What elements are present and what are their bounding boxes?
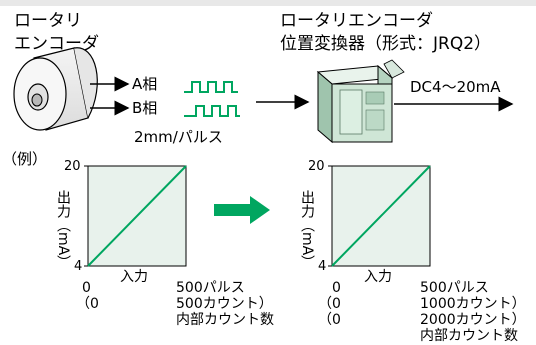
phase-b-label: B相 (132, 99, 158, 117)
green-transition-arrow (214, 196, 270, 224)
top-band (0, 0, 536, 6)
rotary-encoder-icon (13, 47, 98, 131)
left-chart-ytick-20: 20 (64, 159, 81, 174)
right-chart-ytick-20: 20 (308, 159, 325, 174)
right-chart-xlabel: 入力 (364, 269, 392, 285)
left-chart-xlabel-row2-b: 500カウント） (176, 296, 273, 312)
left-chart-xlabel-row1-a: 0 (82, 280, 91, 296)
pulse-unit-label: 2mm/パルス (134, 128, 223, 146)
converter-device-icon (316, 59, 405, 144)
right-chart-ytick-4: 4 (318, 259, 327, 274)
right-chart-ylabel: 出力（mA） (299, 190, 315, 270)
left-chart-ytick-4: 4 (74, 259, 83, 274)
right-chart-xlabel-row4-b: 内部カウント数 (420, 328, 518, 344)
phase-a-label: A相 (132, 75, 158, 93)
right-chart-xlabel-row3-a: （0 (318, 312, 341, 328)
pulse-wave-b (184, 105, 240, 117)
left-chart-xlabel-row1-b: 500パルス (176, 280, 245, 296)
encoder-label-line1: ロータリ (14, 11, 82, 31)
right-chart-xlabel-row2-a: （0 (318, 296, 341, 312)
right-chart-series-line (331, 165, 431, 267)
output-signal-label: DC4～20mA (410, 78, 501, 96)
right-chart-xlabel-row1-b: 500パルス (420, 280, 489, 296)
right-chart-xlabel-row3-b: 2000カウント） (420, 312, 526, 328)
converter-label-line2: 位置変換器（形式：JRQ2） (280, 34, 492, 54)
left-chart-series-line (87, 165, 187, 267)
left-chart-xlabel-row2-a: （0 (76, 296, 99, 312)
right-chart-xlabel-row2-b: 1000カウント） (420, 296, 526, 312)
right-chart-xlabel-row1-a: 0 (332, 280, 341, 296)
left-chart-xlabel-row3-b: 内部カウント数 (176, 312, 274, 328)
pulse-wave-a (184, 81, 238, 93)
converter-label-line1: ロータリエンコーダ (280, 11, 433, 31)
left-chart-ylabel: 出力（mA） (55, 190, 71, 270)
left-chart-xlabel: 入力 (120, 269, 148, 285)
example-label: （例） (2, 150, 48, 168)
